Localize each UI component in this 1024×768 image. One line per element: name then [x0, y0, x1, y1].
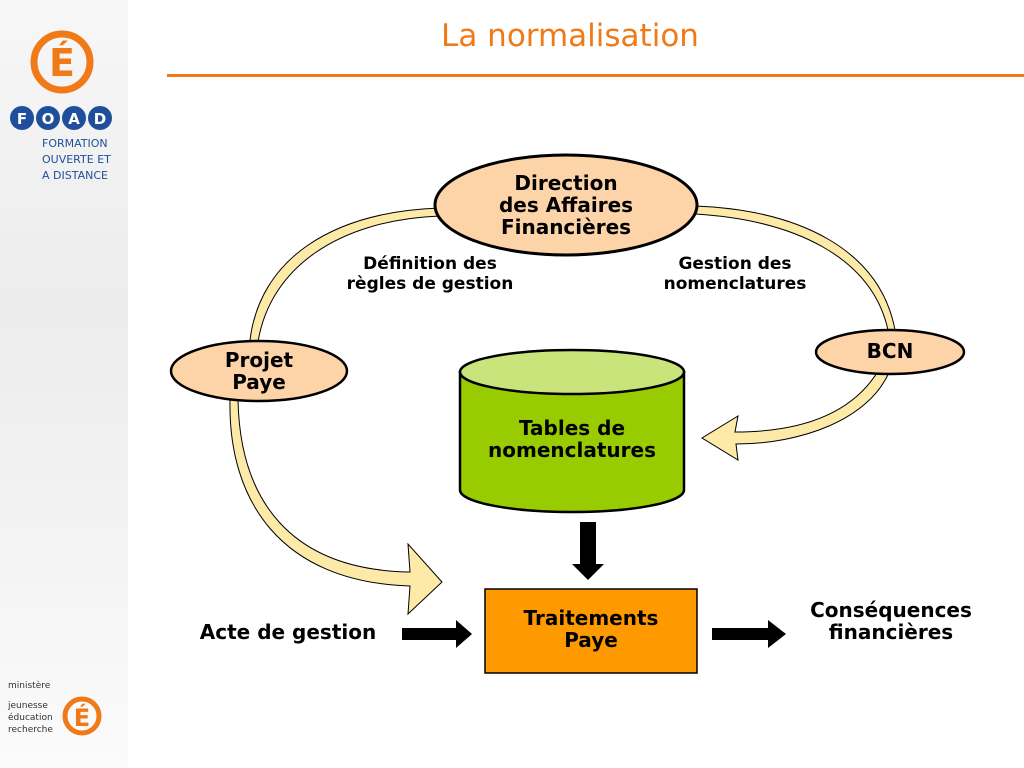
bcn-label: BCN [866, 339, 914, 363]
tables-line2: nomenclatures [488, 438, 656, 462]
traitements-box [484, 588, 698, 674]
foad-caption-line1: FORMATION [42, 137, 108, 150]
label-definition-line1: Définition des [363, 254, 497, 274]
ministere-line3: éducation [8, 713, 53, 723]
label-definition-regles: Définition des règles de gestion [320, 254, 540, 294]
label-gestion-line1: Gestion des [678, 254, 792, 274]
traitements-line1: Traitements [523, 606, 659, 630]
acte-label: Acte de gestion [199, 620, 377, 644]
projet-label: Projet Paye [189, 349, 329, 393]
arrow-tables-traitements [572, 522, 604, 580]
arrow-bcn-tables [701, 367, 891, 461]
consequences-line2: financières [828, 620, 954, 644]
foad-caption-line3: A DISTANCE [42, 169, 108, 182]
direction-label: Direction des Affaires Financières [466, 172, 666, 238]
projet-line1: Projet [224, 348, 294, 372]
page-title: La normalisation [441, 18, 699, 54]
arrow-acte-traitements [402, 620, 472, 648]
consequences-line1: Conséquences [810, 598, 972, 622]
projet-node [169, 339, 349, 403]
badge-a: A [68, 110, 80, 128]
ministere-line4: recherche [8, 725, 53, 735]
label-definition-line2: règles de gestion [346, 274, 514, 294]
arrow-traitements-consequences [712, 620, 786, 648]
ministere-caption: ministère jeunesse éducation recherche [8, 680, 53, 736]
arrow-projet-traitements [229, 399, 443, 616]
consequences-label: Conséquences financières [782, 599, 1000, 643]
direction-line1: Direction [514, 171, 618, 195]
traitements-line2: Paye [564, 628, 618, 652]
foad-caption: FORMATION OUVERTE ET A DISTANCE [42, 136, 111, 184]
badge-d: D [94, 110, 106, 128]
label-gestion-line2: nomenclatures [663, 274, 807, 294]
traitements-label: Traitements Paye [485, 607, 697, 651]
tables-cylinder [458, 348, 686, 514]
ministere-line2: jeunesse [8, 701, 48, 711]
badge-f: F [17, 110, 27, 128]
foad-badges: F O A D [10, 106, 112, 130]
foad-logo: É F O A D [10, 30, 112, 130]
direction-node [433, 153, 699, 257]
title-underline [167, 74, 1024, 77]
tables-label: Tables de nomenclatures [462, 417, 682, 461]
tables-line1: Tables de [518, 416, 626, 440]
label-gestion-nomenclatures: Gestion des nomenclatures [630, 254, 840, 294]
logo-ring-icon [30, 30, 94, 94]
direction-line2: des Affaires [498, 193, 634, 217]
badge-o: O [42, 110, 55, 128]
projet-line2: Paye [232, 370, 286, 394]
logo-letter: É [49, 41, 75, 85]
ministere-line1: ministère [8, 681, 51, 691]
direction-line3: Financières [500, 215, 632, 239]
bcn-node [814, 328, 966, 376]
foad-caption-line2: OUVERTE ET [42, 153, 111, 166]
